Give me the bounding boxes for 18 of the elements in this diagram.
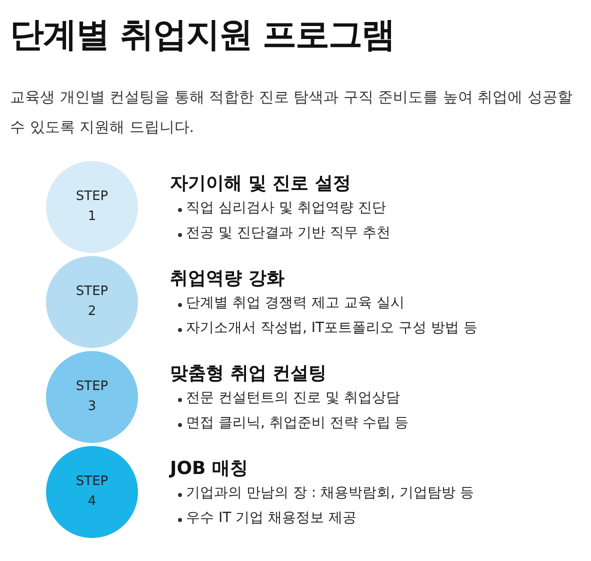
step-heading: 취업역량 강화	[170, 267, 284, 290]
bullet-text: 자기소개서 작성법, IT포트폴리오 구성 방법 등	[186, 319, 478, 337]
bullet-text: 우수 IT 기업 채용정보 제공	[186, 509, 356, 527]
bullet-text: 단계별 취업 경쟁력 제고 교육 실시	[186, 294, 404, 312]
bullet-text: 기업과의 만남의 장 : 채용박람회, 기업탐방 등	[186, 484, 474, 502]
step-heading: 맞춤형 취업 컨설팅	[170, 362, 327, 385]
bullet-text: 전문 컨설턴트의 진로 및 취업상담	[186, 389, 400, 407]
bullet-text: 전공 및 진단결과 기반 직무 추천	[186, 224, 390, 242]
step-label: STEP 4	[74, 473, 110, 511]
bullet-text: 면접 클리닉, 취업준비 전략 수립 등	[186, 414, 409, 432]
step-label: STEP 3	[74, 378, 110, 416]
description-text: 교육생 개인별 컨설팅을 통해 적합한 진로 탐색과 구직 준비도를 높여 취업에 성공할 수 있도록 지원해 드립니다.	[10, 87, 574, 138]
step-heading: JOB 매칭	[170, 457, 248, 480]
step-label: STEP 2	[74, 283, 110, 321]
bullet-text: 직업 심리검사 및 취업역량 진단	[186, 199, 386, 217]
title: 단계별 취업지원 프로그램	[10, 14, 395, 57]
step-label: STEP 1	[74, 188, 110, 226]
step-heading: 자기이해 및 진로 설정	[170, 172, 351, 195]
